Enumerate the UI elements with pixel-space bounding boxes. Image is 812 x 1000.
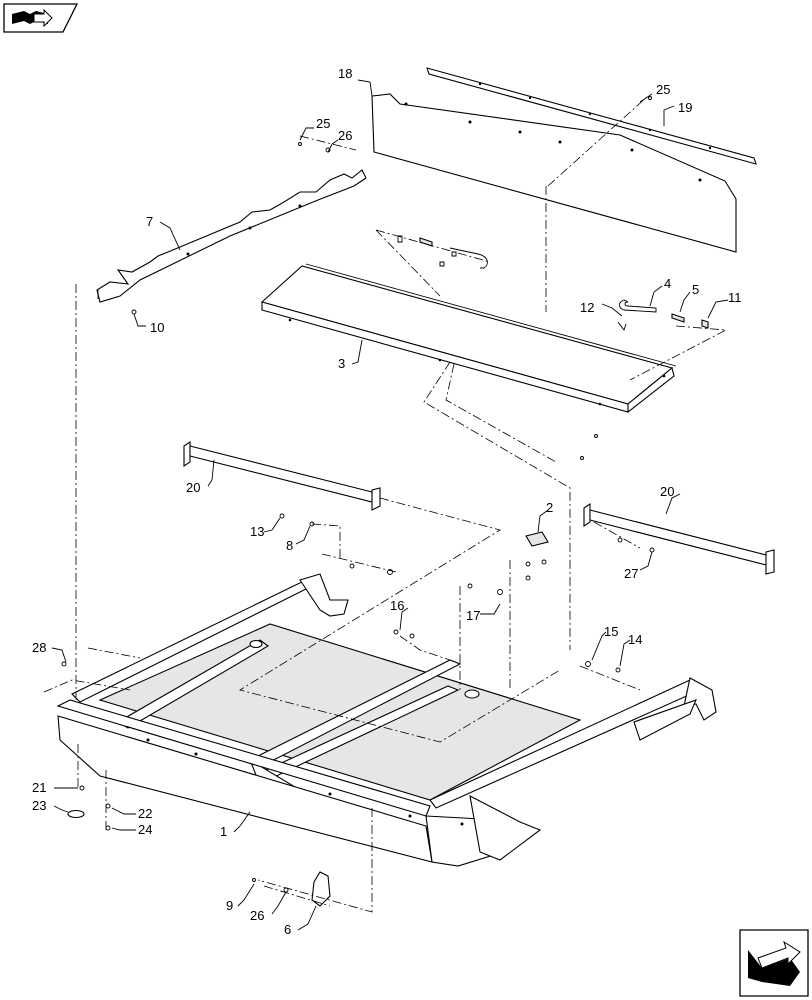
callout-1: 1 [220, 824, 227, 839]
callout-16: 16 [390, 598, 404, 613]
part-1-main-frame [56, 573, 717, 867]
callout-5: 5 [692, 282, 699, 297]
callout-2: 2 [546, 500, 553, 515]
callout-8: 8 [286, 538, 293, 553]
callout-9: 9 [226, 898, 233, 913]
callout-28: 28 [32, 640, 46, 655]
leader-lines [51, 79, 729, 931]
alignment-lines [43, 95, 728, 913]
callout-11: 11 [728, 290, 742, 305]
next-page-arrow-icon[interactable] [739, 929, 809, 997]
callout-19: 19 [678, 100, 692, 115]
callout-26: 26 [338, 128, 352, 143]
callout-26: 26 [250, 908, 264, 923]
callout-18: 18 [338, 66, 352, 81]
callout-15: 15 [604, 624, 618, 639]
part-19-strip [426, 67, 757, 165]
part-20-left-crossbar [183, 440, 381, 511]
part-3-tray [260, 263, 677, 414]
part-18-panel [371, 93, 737, 253]
callout-21: 21 [32, 780, 46, 795]
part-20-right-crossbar [583, 502, 775, 575]
part-11-clip [701, 319, 709, 329]
callout-6: 6 [284, 922, 291, 937]
callout-13: 13 [250, 524, 264, 539]
part-23-washer [67, 809, 85, 819]
spring-pin-assembly [397, 235, 488, 269]
callout-7: 7 [146, 214, 153, 229]
callout-27: 27 [624, 566, 638, 581]
callout-24: 24 [138, 822, 152, 837]
callout-3: 3 [338, 356, 345, 371]
book-arrow-icon[interactable] [3, 3, 79, 33]
callout-25: 25 [656, 82, 670, 97]
part-6-plate [311, 871, 331, 907]
callout-22: 22 [138, 806, 152, 821]
callout-labels: 18 25 19 25 26 7 10 3 12 4 5 11 20 2 13 … [32, 66, 742, 937]
callout-12: 12 [580, 300, 594, 315]
callout-25: 25 [316, 116, 330, 131]
callout-4: 4 [664, 276, 671, 291]
part-5-spring [671, 313, 685, 323]
part-7-side-bracket [96, 169, 367, 303]
callout-10: 10 [150, 320, 164, 335]
callout-20: 20 [660, 484, 674, 499]
callout-20: 20 [186, 480, 200, 495]
part-2-bracket [525, 531, 549, 547]
hardware-fasteners [61, 96, 655, 893]
callout-17: 17 [466, 608, 480, 623]
callout-23: 23 [32, 798, 46, 813]
callout-14: 14 [628, 632, 642, 647]
part-4-pin [619, 299, 657, 313]
part-12-cotter [617, 321, 627, 331]
